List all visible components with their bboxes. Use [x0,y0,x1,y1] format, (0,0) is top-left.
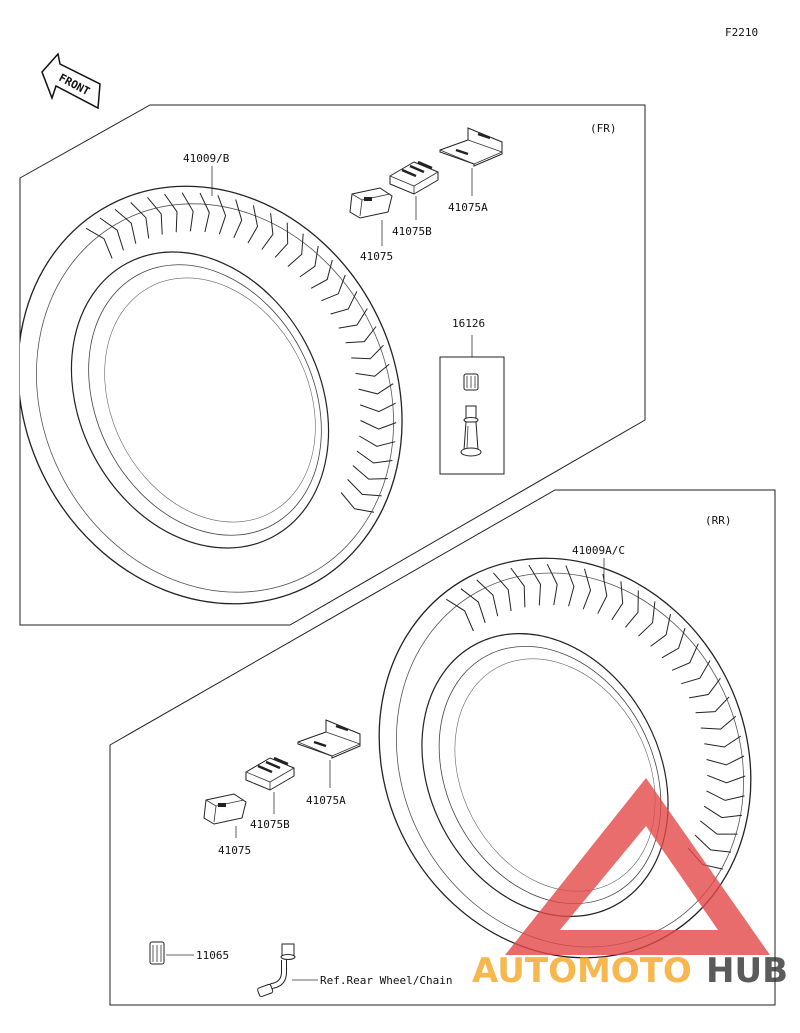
rear-weight-41075b-label: 41075B [250,818,290,831]
rear-weight-41075b: 41075B [245,756,295,831]
front-weight-41075: 41075 [349,187,393,263]
front-tire [20,185,403,605]
front-tire-tread [85,192,397,513]
watermark-triangle-icon [505,778,770,955]
rear-section: (RR) 41009A/C 41075 41075B [109,489,776,1006]
figure-code: F2210 [725,26,758,39]
rear-tire-label: 41009A/C [572,544,625,557]
rear-bent-valve-icon [257,943,296,998]
rear-tire [378,557,752,959]
rear-valve-cap-icon [149,941,165,965]
rear-tire-tread [446,563,746,870]
valve-stem-icon [460,405,482,457]
front-tire-label: 41009/B [183,152,230,165]
rear-weight-41075a: 41075A [297,719,361,807]
valve-cap-icon [463,373,479,391]
rear-section-tag: (RR) [705,514,732,527]
watermark-text-2: HUB [706,951,788,991]
rear-weight-41075a-label: 41075A [306,794,346,807]
rear-weight-41075: 41075 [203,793,251,857]
front-weight-41075a: 41075A [439,127,503,214]
front-section: (FR) 41009/B 41075 41075B [19,104,646,626]
rear-ref-label: Ref.Rear Wheel/Chain [320,974,452,987]
rear-weight-41075-label: 41075 [218,844,251,857]
front-weight-41075b-label: 41075B [392,225,432,238]
front-arrow-icon: FRONT [41,52,101,110]
front-section-frame [19,104,646,626]
watermark-text-1: AUTOMOTO [472,951,692,991]
watermark-logo: AUTOMOTO HUB [472,778,788,991]
front-weight-41075b: 41075B [389,160,439,238]
rear-section-frame [109,489,776,1006]
valve-label: 16126 [452,317,485,330]
front-section-tag: (FR) [590,122,617,135]
front-weight-41075a-label: 41075A [448,201,488,214]
front-weight-41075-label: 41075 [360,250,393,263]
rear-cap-label: 11065 [196,949,229,962]
